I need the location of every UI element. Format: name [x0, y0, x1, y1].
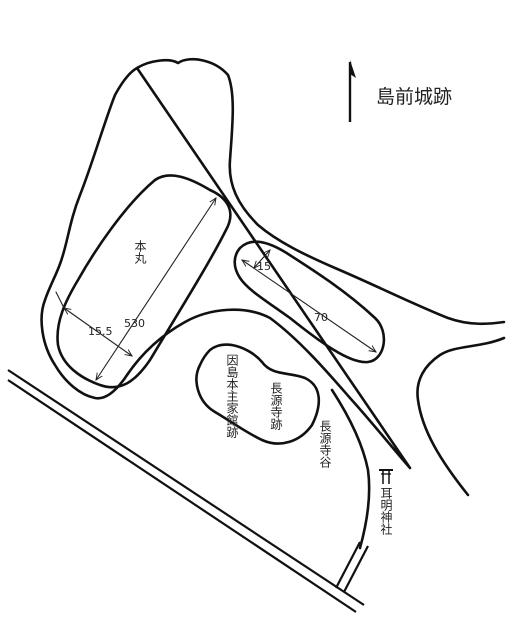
inaba-residence-label: 因島本主家館跡: [225, 354, 239, 439]
honmaru-enclosure: [56, 174, 232, 389]
honmaru-width-extension: [55, 291, 65, 309]
terrace-width-label: 15: [257, 260, 271, 273]
honmaru-width-label: 15.5: [88, 325, 113, 338]
valley-path: [330, 388, 371, 550]
road-line-lower: [7, 379, 357, 613]
honmaru-width-dimension: [64, 308, 132, 356]
chogenji-site-label: 長源寺跡: [269, 382, 283, 431]
terrace-enclosure: [233, 240, 386, 364]
side-road-left: [335, 541, 361, 589]
terrace-width-dimension: [254, 250, 270, 268]
torii-gate-icon: [379, 469, 393, 484]
chogenji-valley-label: 長源寺谷: [318, 420, 332, 469]
inaba-residence-enclosure: [195, 343, 320, 445]
mimyo-shrine-label: 耳明神社: [379, 487, 393, 535]
map-title: 島前城跡: [376, 86, 452, 108]
north-arrow-icon: [348, 60, 356, 122]
road-line-upper: [7, 369, 365, 606]
terrace-length-label: 70: [314, 311, 328, 324]
honmaru-label: 本丸: [133, 240, 147, 265]
terrace-length-dimension: [242, 260, 376, 352]
side-road-right: [343, 545, 369, 593]
honmaru-length-label: 530: [124, 317, 145, 330]
